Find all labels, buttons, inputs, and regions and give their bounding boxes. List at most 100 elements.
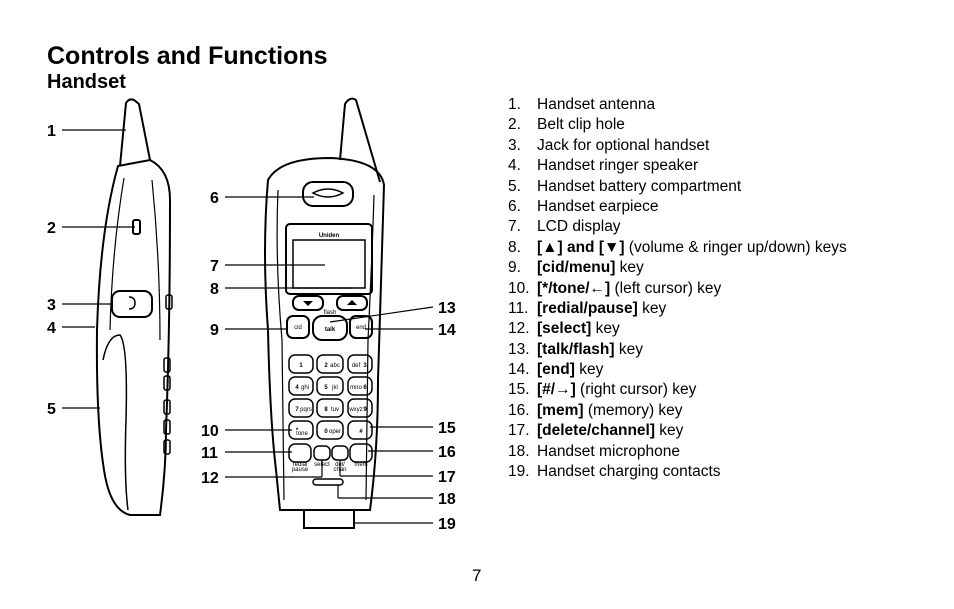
list-item-text: LCD display xyxy=(537,217,621,237)
callout-1: 1 xyxy=(47,123,56,140)
talk-key-label: talk xyxy=(325,327,336,333)
list-item: 19.Handset charging contacts xyxy=(508,462,847,482)
list-item-description: (left cursor) key xyxy=(610,279,722,297)
list-item-description: key xyxy=(637,299,667,317)
list-item-text: Belt clip hole xyxy=(537,115,625,135)
list-item-number: 11. xyxy=(508,299,529,317)
key-5-label: 5 xyxy=(324,385,328,391)
list-item: 11. [redial/pause] key xyxy=(508,299,847,319)
list-item-key: [mem] xyxy=(537,401,584,419)
callout-19: 19 xyxy=(438,516,456,533)
list-item: 8.[▲] and [▼] (volume & ringer up/down) … xyxy=(508,238,847,258)
list-item-key: [delete/channel] xyxy=(537,422,655,440)
list-item-description: LCD display xyxy=(537,218,621,236)
list-item: 17.[delete/channel] key xyxy=(508,421,847,441)
key-2-sub: abc xyxy=(330,363,340,369)
list-item-description: key xyxy=(591,320,620,338)
list-item-description: Belt clip hole xyxy=(537,116,625,134)
list-item-number: 19. xyxy=(508,463,530,481)
list-item-number: 16. xyxy=(508,401,530,419)
list-item-number: 10. xyxy=(508,279,530,297)
list-item-number: 13. xyxy=(508,340,530,358)
list-item: 18.Handset microphone xyxy=(508,442,847,462)
key-7-sub: pqrs xyxy=(300,407,312,413)
list-item-key: [end] xyxy=(537,361,575,379)
brand-logo: Uniden xyxy=(319,233,340,239)
list-item-number: 17. xyxy=(508,422,530,440)
key-4-sub: ghi xyxy=(301,385,309,391)
star-key-label: * xyxy=(296,428,299,434)
key-6-sub: mno xyxy=(350,385,362,391)
list-item-text: Jack for optional handset xyxy=(537,136,709,156)
section-subtitle: Handset xyxy=(47,71,126,93)
list-item: 16. [mem] (memory) key xyxy=(508,401,847,421)
list-item-text: [#/→] (right cursor) key xyxy=(537,380,696,400)
list-item: 1.Handset antenna xyxy=(508,95,847,115)
page-number: 7 xyxy=(472,566,482,585)
cid-key-label: cid xyxy=(294,325,302,331)
list-item-description: (volume & ringer up/down) keys xyxy=(624,238,847,256)
list-item-key: [cid/menu] xyxy=(537,259,616,277)
list-item-text: Handset earpiece xyxy=(537,197,659,217)
callout-7: 7 xyxy=(210,258,219,275)
list-item: 13. [talk/flash] key xyxy=(508,340,847,360)
list-item: 12.[select] key xyxy=(508,319,847,339)
callout-5: 5 xyxy=(47,401,56,418)
callout-2: 2 xyxy=(47,220,56,237)
key-2-label: 2 xyxy=(324,363,328,369)
list-item-description: key xyxy=(615,259,644,277)
list-item-description: Handset battery compartment xyxy=(537,177,742,195)
key-6-label: 6 xyxy=(363,385,367,391)
mem-key-label: mem xyxy=(354,462,367,468)
list-item-description: Handset microphone xyxy=(537,442,681,460)
list-item: 15. [#/→] (right cursor) key xyxy=(508,380,847,400)
list-item-key: [*/tone/←] xyxy=(537,279,611,297)
page-title: Controls and Functions xyxy=(47,42,328,70)
list-item-key: [▲] and [▼] xyxy=(537,238,625,256)
key-4-label: 4 xyxy=(295,385,299,391)
list-item: 9. [cid/menu] key xyxy=(508,258,847,278)
list-item-description: key xyxy=(574,361,604,379)
list-item-number: 3. xyxy=(508,136,521,154)
key-5-sub: jkl xyxy=(331,385,338,391)
list-item-number: 15. xyxy=(508,381,530,399)
list-item-key: [select] xyxy=(537,320,592,338)
list-item-description: (memory) key xyxy=(583,401,683,419)
list-item-text: [select] key xyxy=(537,319,620,339)
callout-8: 8 xyxy=(210,281,219,298)
list-item-text: Handset battery compartment xyxy=(537,177,741,197)
list-item-text: [*/tone/←] (left cursor) key xyxy=(537,279,721,299)
up-arrow-icon xyxy=(347,300,357,305)
key-1-label: 1 xyxy=(299,363,303,369)
list-item-key: [redial/pause] xyxy=(537,299,638,317)
list-item-description: key xyxy=(614,340,643,358)
list-item-description: (right cursor) key xyxy=(575,381,697,399)
list-item-text: [▲] and [▼] (volume & ringer up/down) ke… xyxy=(537,238,847,258)
list-item-text: Handset microphone xyxy=(537,442,680,462)
list-item-number: 9. xyxy=(508,259,521,277)
list-item: 14. [end] key xyxy=(508,360,847,380)
pause-key-label: pause xyxy=(292,467,309,473)
key-0-sub: oper xyxy=(329,429,341,435)
callout-leaders xyxy=(62,129,434,524)
callout-18: 18 xyxy=(438,491,456,508)
list-item-text: Handset ringer speaker xyxy=(537,156,698,176)
down-arrow-icon xyxy=(303,301,313,306)
callout-15: 15 xyxy=(438,420,456,437)
list-item: 5. Handset battery compartment xyxy=(508,177,847,197)
list-item-number: 5. xyxy=(508,177,521,195)
list-item-description: Handset antenna xyxy=(537,96,656,113)
chan-key-label: chan xyxy=(333,467,346,473)
list-item-key: [talk/flash] xyxy=(537,340,615,358)
list-item-text: [redial/pause] key xyxy=(537,299,666,319)
list-item: 4.Handset ringer speaker xyxy=(508,156,847,176)
key-7-label: 7 xyxy=(295,407,299,413)
list-item-description: Jack for optional handset xyxy=(537,136,710,154)
list-item-text: [talk/flash] key xyxy=(537,340,643,360)
handset-side-view xyxy=(95,98,173,516)
list-item-number: 14. xyxy=(508,361,530,379)
list-item: 3. Jack for optional handset xyxy=(508,136,847,156)
callout-16: 16 xyxy=(438,444,456,461)
list-item-number: 2. xyxy=(508,116,521,134)
